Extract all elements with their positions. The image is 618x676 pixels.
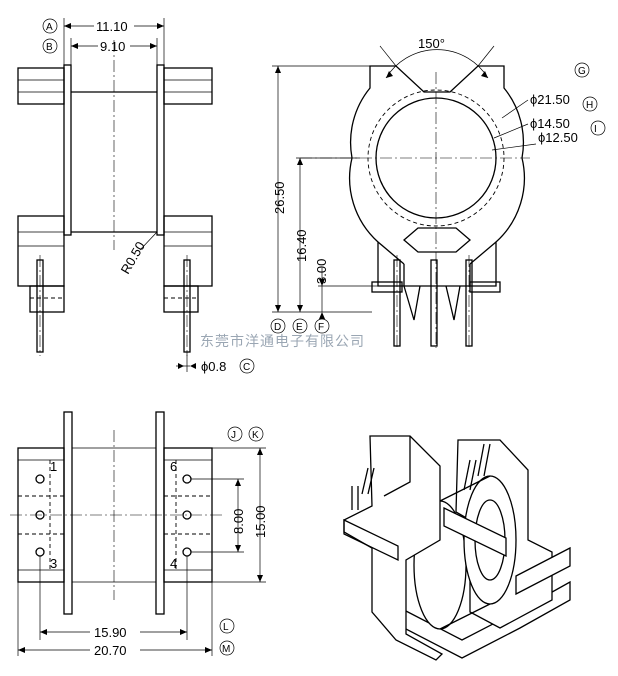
ref-i: I [594, 124, 597, 135]
ref-g: G [578, 66, 586, 77]
ref-a: A [46, 22, 53, 33]
pin-label-4: 4 [170, 556, 177, 571]
pin-label-3: 3 [50, 556, 57, 571]
ref-k: K [252, 430, 259, 441]
dim-15-90: 15.90 [94, 625, 127, 640]
ref-b: B [46, 42, 53, 53]
dim-r-0-50: R0.50 [118, 239, 148, 277]
dim-8-00: 8.00 [231, 509, 246, 534]
ref-f: F [318, 322, 324, 333]
dim-h-3-00: 3.00 [314, 259, 329, 284]
circled-letter-icon: J K [227, 426, 264, 442]
pin-label-1: 1 [50, 459, 57, 474]
dim-dia-21-50: ϕ21.50 [530, 92, 570, 107]
dim-9-10: 9.10 [100, 39, 125, 54]
circled-letter-icon: A B [42, 18, 58, 54]
circled-letter-icon: L M [219, 618, 235, 656]
ref-l: L [223, 622, 229, 633]
dim-h-16-40: 16.40 [294, 229, 309, 262]
front-view: 11.10 9.10 A B R0.50 ϕ0.8 C [17, 18, 255, 374]
ref-j: J [231, 430, 236, 441]
dim-dia-12-50: ϕ12.50 [538, 130, 578, 145]
pin-label-6: 6 [170, 459, 177, 474]
ref-h: H [586, 100, 593, 111]
ref-e: E [296, 322, 303, 333]
circled-letter-icon: D E F [270, 318, 330, 334]
ref-m: M [222, 644, 230, 655]
watermark: 东莞市洋通电子有限公司 [200, 333, 365, 350]
dim-angle-150: 150° [418, 36, 445, 51]
bobbin-3d-view-icon [343, 435, 571, 661]
dim-11-10: 11.10 [96, 19, 128, 34]
dim-h-26-50: 26.50 [272, 181, 287, 214]
ref-c: C [243, 362, 250, 373]
side-view: 150° ϕ21.50 G ϕ14.50 H ϕ12.50 I [200, 36, 606, 350]
ref-d: D [274, 322, 281, 333]
bottom-view: 1 3 6 4 8.00 15.00 J K 15.90 [10, 411, 268, 658]
dim-pin-0-8: ϕ0.8 [201, 359, 226, 374]
dim-20-70: 20.70 [94, 643, 127, 658]
dim-15-00: 15.00 [253, 505, 268, 538]
dim-dia-14-50: ϕ14.50 [530, 116, 570, 131]
